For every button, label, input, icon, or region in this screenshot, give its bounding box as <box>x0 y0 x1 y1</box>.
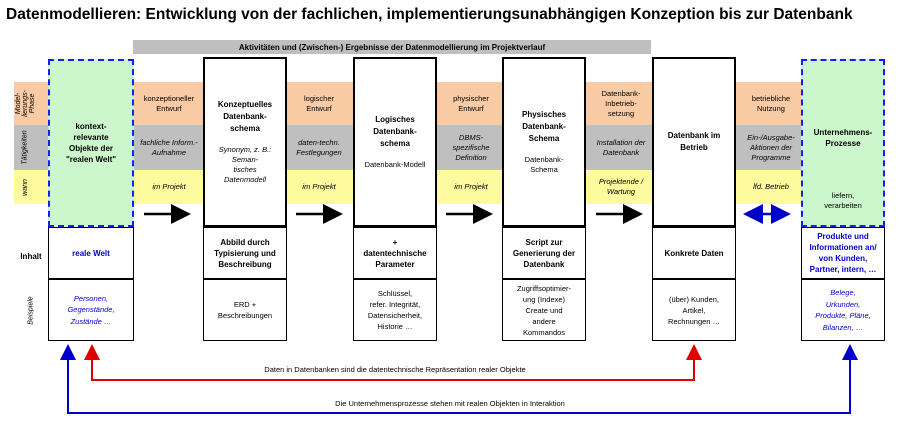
transition-phase-3: physischer Entwurf <box>453 93 489 113</box>
real-world-box: kontext- relevante Objekte der "realen W… <box>48 59 134 227</box>
blue-connector-label: Die Unternehmensprozesse stehen mit real… <box>335 399 565 408</box>
phase-title-2: Logisches Datenbank- schema <box>373 115 417 148</box>
red-connector <box>91 346 695 381</box>
transition-when-2: im Projekt <box>302 182 336 191</box>
transition-phase-5: betriebliche Nutzung <box>751 93 791 113</box>
business-process-label: Unternehmens- Prozesse <box>813 128 873 148</box>
phase-content-3: Script zur Generierung der Datenbank <box>502 227 586 279</box>
transition-activity-3: DBMS- spezifische Definition <box>452 132 490 162</box>
phase-examples-3: Zugriffsoptimier- ung (Indexe) Create un… <box>502 279 586 341</box>
transition-activity-4: Installation der Datenbank <box>596 137 646 157</box>
transition-activity-2: daten-techn. Festlegungen <box>296 137 342 157</box>
band-activities <box>14 125 884 170</box>
transition-phase-1: konzeptioneller Entwurf <box>143 93 195 113</box>
transition-activity-5: Ein-/Ausgabe- Aktionen der Programme <box>747 132 795 162</box>
phase-subtitle-2: Datenbank-Modell <box>364 160 426 169</box>
business-content: Produkte und Informationen an/ von Kunde… <box>801 227 885 279</box>
phase-title-3: Physisches Datenbank- Schema <box>521 110 567 143</box>
diagram-title: Datenmodellieren: Entwicklung von der fa… <box>6 6 853 23</box>
band-phase <box>14 82 884 125</box>
transition-when-3: im Projekt <box>454 182 488 191</box>
transition-when-4: Projektende / Wartung <box>598 177 644 196</box>
phase-examples-4: (über) Kunden, Artikel, Rechnungen … <box>652 279 736 341</box>
transition-when-1: im Projekt <box>152 182 186 191</box>
phase-title-4: Datenbank im Betrieb <box>667 131 721 152</box>
banner: Aktivitäten und (Zwischen-) Ergebnisse d… <box>133 40 651 54</box>
phase-box-4: Datenbank im Betrieb <box>652 57 736 227</box>
phase-subtitle-1: Synonym, z. B.: Seman- tisches Datenmode… <box>218 145 272 184</box>
business-process-box: Unternehmens- Prozesse liefern, verarbei… <box>801 59 885 227</box>
real-world-content: reale Welt <box>48 227 134 279</box>
real-world-label: kontext- relevante Objekte der "realen W… <box>65 122 117 164</box>
phase-content-2: + datentechnische Parameter <box>353 227 437 279</box>
phase-title-1: Konzeptuelles Datenbank- schema <box>217 100 273 133</box>
phase-subtitle-3: Datenbank- Schema <box>524 155 564 174</box>
transition-phase-2: logischer Entwurf <box>303 93 334 113</box>
transition-phase-4: Datenbank- Inbetrieb- setzung <box>601 88 641 118</box>
red-connector-label: Daten in Datenbanken sind die datentechn… <box>264 365 526 374</box>
business-examples: Belege, Urkunden, Produkte, Pläne, Bilan… <box>801 279 885 341</box>
real-world-examples: Personen, Gegenstände, Zustände … <box>48 279 134 341</box>
band-when <box>14 170 884 204</box>
phase-content-4: Konkrete Daten <box>652 227 736 279</box>
transition-activity-1: fachliche Inform.- Aufnahme <box>140 137 198 157</box>
phase-examples-2: Schlüssel, refer. Integrität, Datensiche… <box>353 279 437 341</box>
business-process-sub: liefern, verarbeiten <box>824 191 862 210</box>
transition-when-5: lfd. Betrieb <box>753 182 789 191</box>
phase-content-1: Abbild durch Typisierung und Beschreibun… <box>203 227 287 279</box>
row-label-content: Inhalt <box>20 251 42 261</box>
phase-examples-1: ERD + Beschreibungen <box>203 279 287 341</box>
